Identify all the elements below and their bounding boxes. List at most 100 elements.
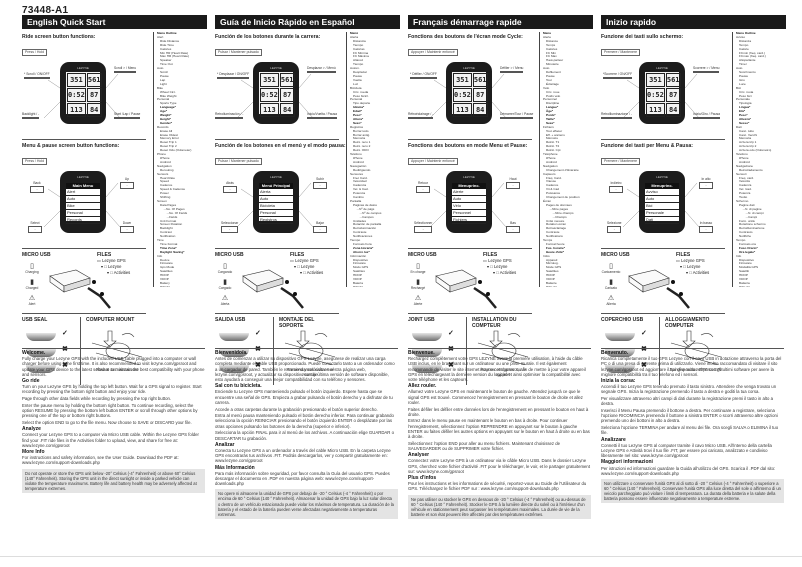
menu-outline-item: iPhone bbox=[353, 156, 363, 160]
mount-caption: Push & turn into mount bbox=[95, 367, 139, 372]
section-paragraph: Connect your Lezyne GPS to a computer vi… bbox=[22, 432, 199, 448]
menu-outline-item: Alert bbox=[157, 34, 164, 39]
divider bbox=[466, 317, 467, 385]
micro-usb-section: MICRO USB ▯Caricamento ▮Caricato ⚠Allert… bbox=[601, 252, 725, 310]
menu-outline-item: Retroiluminación bbox=[353, 226, 377, 231]
label-down: Bas- bbox=[506, 221, 520, 233]
section-heading: Bienvenido/a. bbox=[215, 350, 248, 356]
menu-outline-item: Vélo bbox=[543, 85, 550, 90]
folder-icon: ▾ □ bbox=[680, 264, 687, 269]
label-back: Atrás- bbox=[223, 181, 237, 193]
menu-outline-item: Calorie bbox=[739, 46, 749, 51]
quick-start-column-it: Inizio rapido Funzione dei tasti sullo s… bbox=[601, 15, 786, 545]
menu-outline-item: Menu Outline bbox=[736, 32, 756, 35]
menu-outline-item: FC Máxima bbox=[353, 54, 369, 59]
menu-outline-item: VDOP bbox=[739, 277, 748, 282]
file-tree-drive: ▭ Lezyne GPS bbox=[483, 258, 512, 263]
section-heading: Más Información bbox=[215, 464, 255, 471]
file-tree-drive: ▭ Lezyne GPS bbox=[676, 258, 705, 263]
menu-outline-item: Tour bbox=[546, 77, 553, 82]
file-tree: FILES ▭ Lezyne GPS ▾ □ Lezyne ▾ □ Activi… bbox=[676, 252, 709, 276]
file-tree-subfolder: ▾ □ Activities bbox=[300, 270, 324, 275]
file-tree-drive: ▭ Lezyne GPS bbox=[97, 258, 126, 263]
menu-outline-item: Frec Card. bbox=[353, 175, 368, 180]
divider bbox=[601, 139, 725, 140]
label-down: In basso- bbox=[699, 221, 713, 233]
label-up: Haut- bbox=[506, 177, 520, 189]
menu-outline-item: Speaker bbox=[160, 58, 172, 63]
menu-outline-item: Altavoz bbox=[353, 58, 364, 63]
menu-outline-item: →Nbre champs bbox=[552, 210, 574, 215]
screen-value: 561 bbox=[665, 73, 681, 87]
menu-outline-item: Memoria bbox=[353, 136, 366, 141]
label-bottom-right: Start /Lap / Pause bbox=[114, 112, 141, 119]
label-up: Up- bbox=[120, 177, 134, 189]
quick-start-column-en: English Quick Start Ride screen button f… bbox=[22, 15, 207, 545]
menu-outline-item: Reset Odo (Odometer) bbox=[160, 148, 192, 153]
screen-value: 84 bbox=[86, 103, 102, 117]
menu-outline-item: Mémoire bbox=[546, 136, 559, 141]
menu-outline-item: Ahorro luz* bbox=[353, 249, 370, 254]
screen-value: 561 bbox=[279, 73, 295, 87]
menu-outline-item: RTC 32 bbox=[546, 284, 557, 287]
menu-outline-item: Timer bbox=[739, 62, 747, 67]
menu-outline-item: Bike Weight bbox=[160, 93, 177, 98]
menu-outline-item: Satélites bbox=[353, 269, 365, 274]
computer-mount-title: MONTAJE DEL SOPORTE bbox=[279, 317, 315, 329]
micro-usb-section: MICRO USB ▯Cargando ▮Cargado ⚠Alerta FIL… bbox=[215, 252, 339, 310]
divider bbox=[408, 313, 532, 314]
menu-outline-item: HDOP bbox=[739, 273, 748, 278]
section-heading: Welcome. bbox=[22, 350, 46, 356]
press-hold-legend: Press / Hold bbox=[22, 49, 48, 56]
menu-outline-item: Reset Trip 1 bbox=[160, 140, 177, 145]
menu-outline-item: Menu bbox=[543, 32, 552, 35]
menu-outline-item: Información bbox=[350, 253, 367, 258]
menu-outline-item: Sexe* bbox=[546, 120, 555, 125]
menu-outline-item: FCmax (freq. card.) bbox=[739, 54, 766, 59]
menu-outline-item: Sensores bbox=[350, 171, 364, 176]
drive-icon: ▭ bbox=[290, 258, 296, 263]
menu-outline-item: Borrar todo bbox=[353, 128, 369, 133]
menu-outline-item: Rerouting bbox=[160, 167, 174, 172]
menu-outline-item: Retroilluminazione bbox=[739, 226, 765, 231]
menu-outline-item: Navigation bbox=[543, 163, 558, 168]
label-top-left: * Desplazar / ON/OFF bbox=[217, 72, 250, 79]
status-alert: ⚠Alert bbox=[22, 294, 42, 306]
menu-outline-item: Reini. reco 1 bbox=[353, 140, 371, 145]
page-bottom-divider bbox=[0, 556, 802, 557]
mount-illustration bbox=[670, 330, 722, 365]
menu-outline-item: Velocità bbox=[739, 179, 750, 184]
menu-outline-item: Mode GPS bbox=[546, 265, 562, 270]
check-icon: ✓ bbox=[641, 330, 647, 337]
menu-outline-item: Contrasto bbox=[739, 230, 753, 235]
menu-outline-item: Circ. ruota bbox=[739, 89, 754, 94]
ride-buttons-heading: Funzione dei tasti sullo schermo: bbox=[601, 34, 684, 40]
usb-seal-wrong bbox=[26, 365, 56, 373]
usb-seal-wrong bbox=[412, 365, 442, 373]
menu-outline-item: Appareil bbox=[546, 257, 558, 262]
menu-outline-item: Azzera trip 2 bbox=[739, 144, 757, 149]
menu-outline-item: iPhone bbox=[739, 156, 749, 160]
callout-lines bbox=[43, 182, 121, 228]
menu-outline-item: Fus. horaire* bbox=[546, 245, 565, 250]
menu-outline-item: FC Mínima bbox=[353, 50, 369, 55]
temperature-warning: No opere ni almacene la unidad de GPS po… bbox=[215, 489, 398, 519]
section-heading: Analyze bbox=[22, 426, 41, 433]
divider bbox=[215, 248, 339, 249]
menu-outline-item: Redirigiendo bbox=[353, 167, 371, 172]
menu-outline-item: Vuelta bbox=[353, 77, 362, 82]
menu-outline-item: Reini. ODO bbox=[353, 148, 369, 153]
menu-outline-item: Notification bbox=[160, 234, 176, 239]
label-down: Bajar- bbox=[313, 221, 327, 233]
file-tree: FILES ▭ Lezyne GPS ▾ □ Lezyne ▾ □ Activi… bbox=[483, 252, 516, 276]
menu-outline-item: Circ. roue bbox=[546, 89, 560, 94]
status-charged: ▮Cargado bbox=[215, 278, 235, 290]
press-hold-legend: Pulsar / Mantener pulsado bbox=[215, 158, 262, 165]
device-menu-item: Records bbox=[66, 217, 100, 224]
